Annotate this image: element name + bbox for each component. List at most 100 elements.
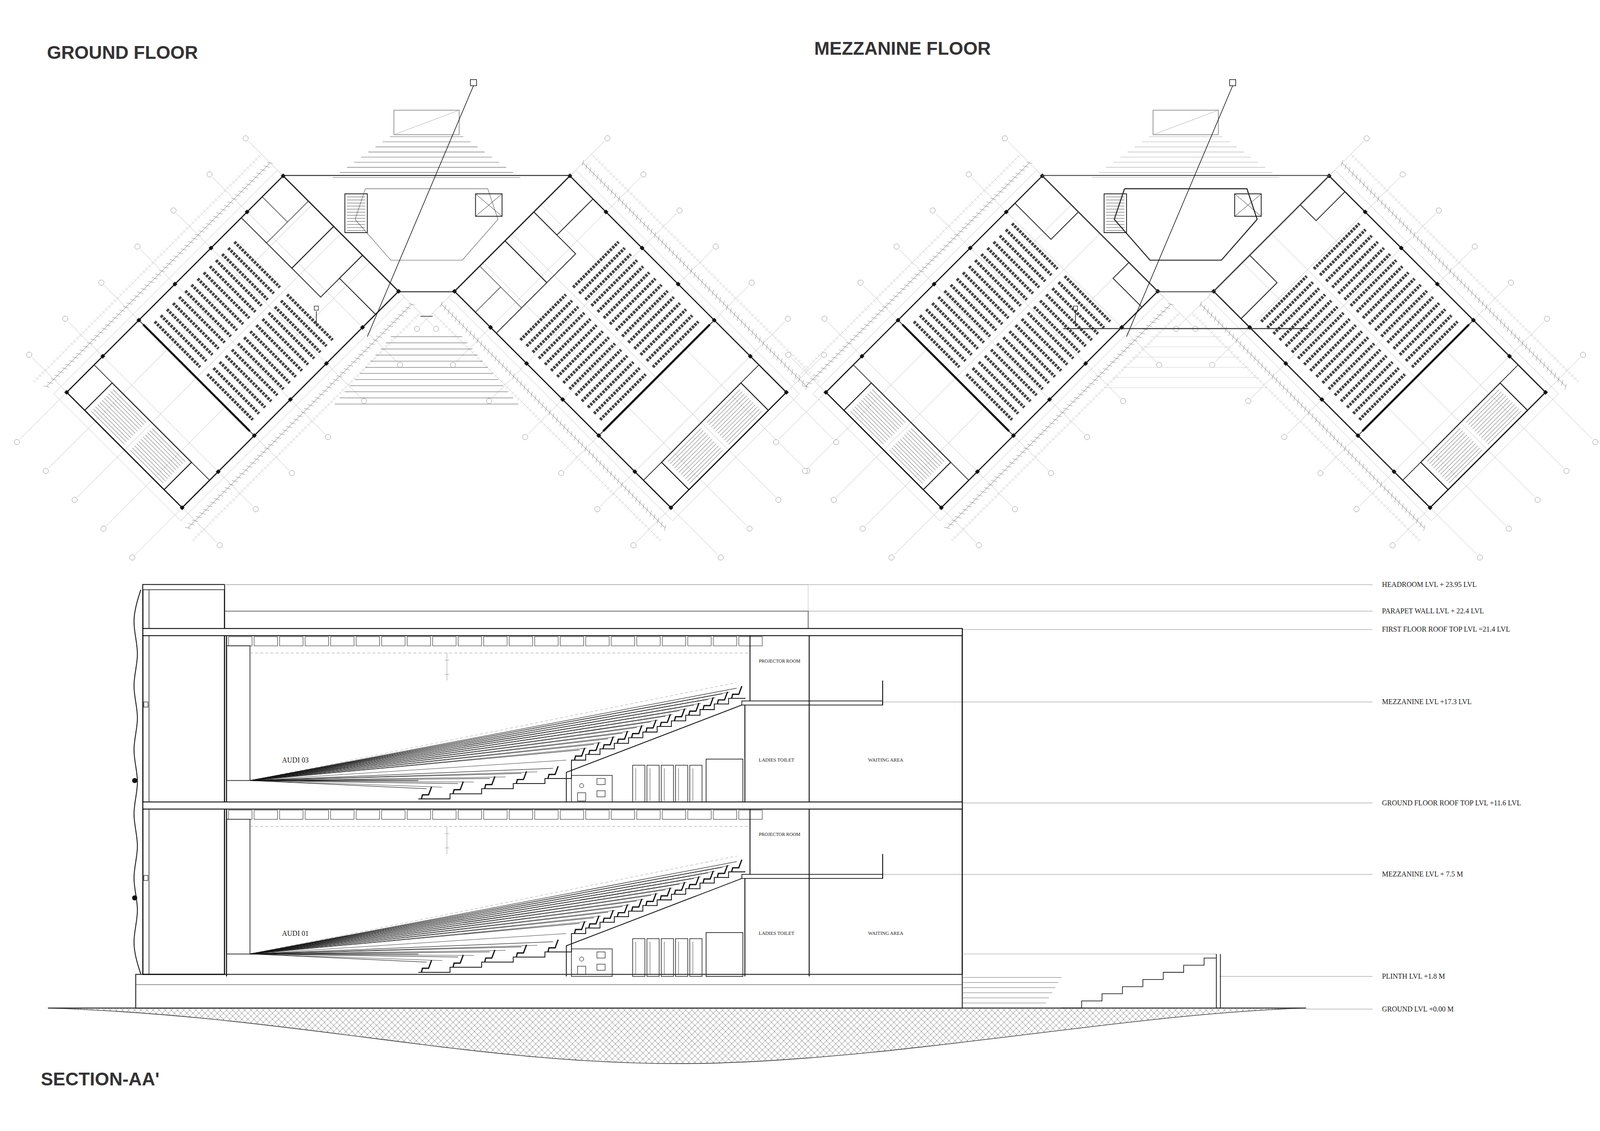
dimension-tick <box>589 469 593 473</box>
dimension-tick <box>563 443 567 447</box>
seat-row <box>1058 282 1105 328</box>
stair-tread <box>138 441 172 475</box>
dimension-tick <box>278 431 285 438</box>
dimension-tick <box>973 198 977 202</box>
dimension-tick <box>1100 388 1104 392</box>
stair-tread <box>854 406 889 441</box>
grid-bubble <box>1119 397 1127 405</box>
grid-bubble <box>774 496 782 504</box>
entry-step <box>339 397 514 399</box>
dimension-tick <box>376 333 383 340</box>
dimension-tick <box>1338 441 1345 448</box>
dimension-tick <box>79 347 86 354</box>
dimension-tick <box>569 449 572 452</box>
dimension-tick <box>944 524 951 531</box>
dimension-tick <box>633 496 640 503</box>
dimension-tick <box>1452 255 1456 259</box>
dimension-tick <box>87 325 91 328</box>
dimension-tick <box>1519 340 1526 347</box>
column <box>823 389 829 395</box>
stair-tread <box>151 428 186 462</box>
dimension-tick <box>910 275 917 282</box>
seat-row <box>244 337 290 384</box>
dimension-tick <box>1450 271 1457 278</box>
dimension-tick <box>83 343 90 350</box>
stair-tread <box>347 230 366 231</box>
dimension-tick <box>1360 163 1363 167</box>
toilet-door <box>646 938 660 977</box>
ceiling-panel <box>432 636 457 646</box>
dimension-tick <box>1446 250 1450 254</box>
dimension-tick <box>808 371 812 375</box>
dimension-tick <box>791 379 795 383</box>
seat-row <box>1405 315 1452 362</box>
dimension-tick <box>335 394 339 398</box>
dimension-tick <box>399 331 403 334</box>
dimension-tick <box>640 503 647 510</box>
dimension-tick <box>1510 313 1513 317</box>
column <box>208 245 214 251</box>
column <box>675 281 681 287</box>
dimension-tick <box>1083 405 1087 409</box>
dimension-tick <box>969 499 976 506</box>
dimension-tick <box>731 311 738 318</box>
grid-bubble <box>1208 361 1216 369</box>
entry-step <box>1149 336 1222 338</box>
dimension-tick <box>1158 331 1162 334</box>
ceiling-panel <box>687 636 712 646</box>
dimension-tick <box>1121 368 1124 372</box>
stair-tread <box>136 443 171 478</box>
dimension-tick <box>1478 281 1481 285</box>
dimension-tick <box>1290 411 1294 415</box>
dimension-tick <box>1374 495 1378 499</box>
dimension-tick <box>136 276 140 280</box>
stair-tread <box>962 1002 1046 1004</box>
dimension-tick <box>211 201 215 204</box>
dimension-tick <box>503 366 510 373</box>
dimension-tick <box>1412 533 1415 536</box>
dimension-tick <box>760 340 767 347</box>
dimension-tick <box>1071 417 1075 421</box>
seat-row <box>1362 272 1409 319</box>
dimension-tick <box>546 409 553 416</box>
dimension-tick <box>240 172 244 176</box>
seat-symbol <box>631 898 642 912</box>
seat-symbol <box>617 731 628 744</box>
seat-symbol <box>645 893 656 906</box>
dimension-tick <box>356 374 359 378</box>
seat-row <box>545 319 591 365</box>
stage-line <box>1153 110 1219 136</box>
dimension-tick <box>1210 331 1213 334</box>
seat-row <box>1375 285 1421 331</box>
dimension-tick <box>502 383 506 386</box>
dimension-tick <box>1414 517 1421 524</box>
ceiling-panel <box>458 810 482 820</box>
lift-cross <box>475 193 503 217</box>
dimension-tick <box>471 333 478 340</box>
seat-symbol <box>731 859 742 873</box>
tower-wall <box>148 589 150 975</box>
dimension-tick <box>482 344 489 351</box>
entry-step <box>344 391 509 393</box>
dimension-tick <box>1454 275 1461 282</box>
sight-line <box>249 871 716 955</box>
seat-symbol <box>588 915 599 929</box>
column <box>639 245 645 251</box>
theatre-step <box>1099 172 1273 173</box>
column <box>711 317 717 323</box>
stair-tread <box>1438 439 1472 473</box>
dimension-tick <box>436 316 440 320</box>
dimension-tick <box>1380 501 1383 504</box>
stair-box <box>843 383 951 490</box>
dimension-tick <box>1091 397 1095 400</box>
dimension-tick <box>751 313 754 317</box>
dimension-tick <box>980 488 987 495</box>
grid-line <box>1242 262 1506 526</box>
dimension-tick <box>309 420 313 424</box>
lift-cross <box>1234 193 1262 217</box>
dimension-tick <box>621 501 624 504</box>
dimension-tick <box>794 377 798 380</box>
stair-box <box>661 383 769 490</box>
dimension-tick <box>1015 171 1022 177</box>
dimension-tick <box>979 509 983 513</box>
